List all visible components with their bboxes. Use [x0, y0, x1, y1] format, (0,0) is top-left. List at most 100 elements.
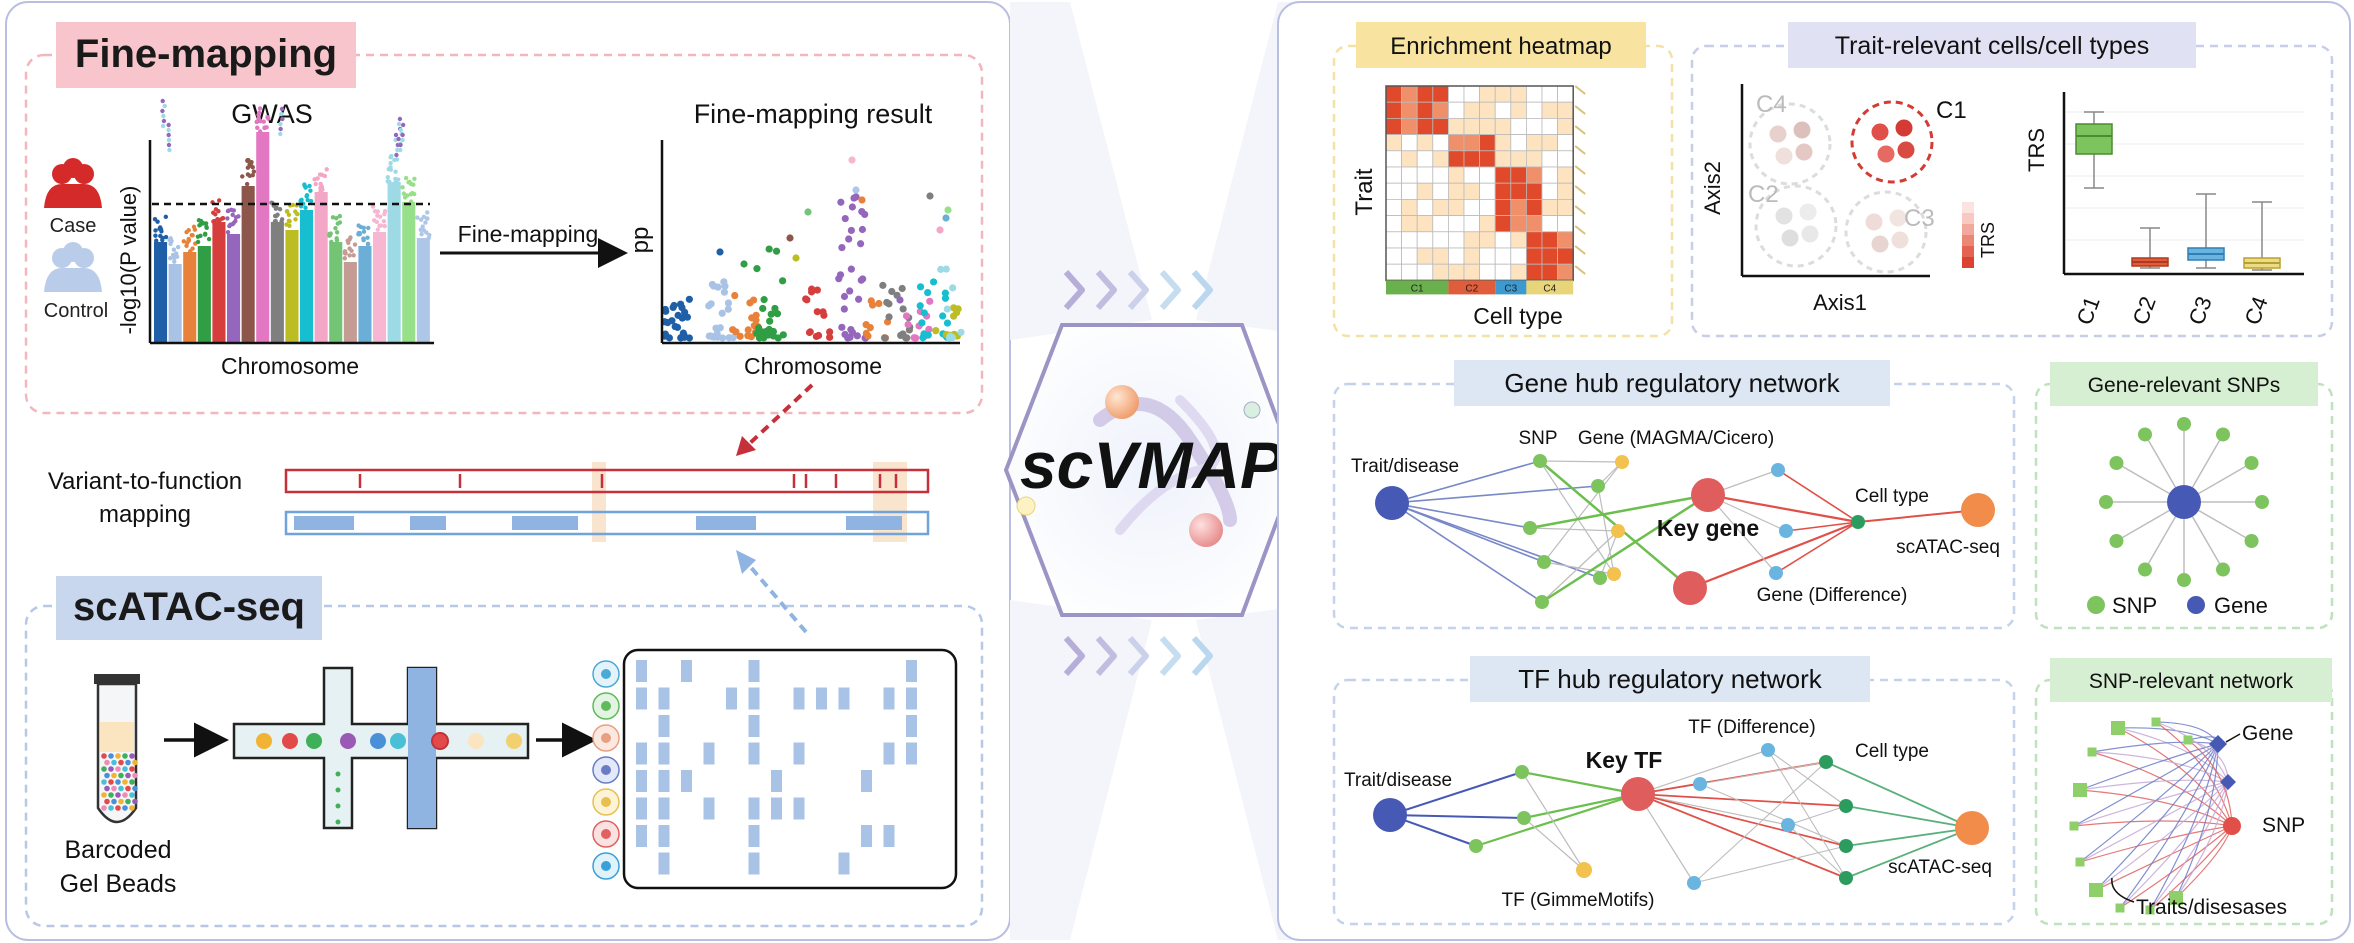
barcoded-cell-core	[601, 797, 611, 807]
gwas-snp-point	[290, 202, 296, 208]
matrix-peak	[703, 742, 715, 765]
finemap-variant-point	[920, 330, 928, 338]
heatmap-cell	[1541, 231, 1559, 249]
gwas-snp-point	[154, 238, 159, 243]
tf-hub-snp-node	[1515, 765, 1529, 779]
gene-hub-gene-node	[1615, 455, 1629, 469]
finemap-causal-point	[716, 248, 724, 256]
gene-hub-trait-node	[1375, 486, 1409, 520]
heatmap-cell	[1479, 101, 1496, 119]
tf-hub-edge-diff-celltype	[1699, 783, 1847, 847]
finemap-variant-point	[736, 332, 744, 340]
matrix-peak	[636, 825, 647, 847]
gwas-snp-point	[245, 158, 250, 163]
arc-trait-node	[2183, 735, 2193, 745]
heatmap-dendrogram-line	[1574, 125, 1586, 135]
gene-hub-network	[1375, 454, 1995, 609]
gene-hub-edge-trait-snp	[1391, 502, 1543, 603]
gwas-snp-point	[425, 216, 430, 221]
finemap-variant-point	[676, 300, 685, 308]
tf-hub-gimme-node	[1576, 862, 1592, 878]
heatmap-cell	[1432, 166, 1449, 184]
finemap-causal-point	[740, 260, 748, 268]
gwas-snp-point	[236, 214, 241, 219]
gene-hub-edge-snp-key	[1529, 493, 1709, 530]
barcoded-cell-core	[601, 669, 611, 679]
tube-bead	[101, 779, 107, 785]
heatmap-cell	[1385, 198, 1403, 216]
colorbar-step	[1962, 213, 1974, 224]
gene-hub-edge-diff-celltype	[1785, 521, 1859, 532]
gwas-snp-point	[385, 179, 390, 184]
gwas-chromosome-bar	[402, 202, 416, 342]
finemap-variant-point	[929, 278, 938, 286]
heatmap-cell	[1541, 247, 1559, 265]
heatmap-cell	[1526, 101, 1543, 119]
tf-hub-edge-celltype-scatac	[1825, 761, 1973, 829]
gene-hub-snp-node	[1523, 521, 1537, 535]
gwas-snp-point	[256, 110, 262, 115]
gwas-snp-point	[230, 212, 235, 217]
matrix-peak	[681, 770, 692, 792]
gwas-snp-point	[349, 248, 354, 253]
control-label: Control	[44, 300, 108, 322]
barcoded-cell-core	[601, 861, 611, 871]
gene-hub-edge-snp-gene	[1597, 485, 1615, 575]
colorbar-step	[1962, 235, 1974, 246]
tube-bead	[129, 805, 135, 811]
case-label: Case	[50, 215, 97, 237]
heatmap-cell	[1448, 85, 1465, 103]
umap-cell-point	[1889, 209, 1907, 227]
heatmap-cell	[1510, 215, 1527, 233]
heatmap-cell	[1463, 134, 1481, 152]
matrix-peak	[906, 687, 917, 710]
arc-trait-node	[2073, 783, 2087, 797]
finemap-result-title: Fine-mapping result	[694, 99, 933, 129]
control-icon	[44, 242, 102, 292]
heatmap-cell	[1385, 134, 1403, 152]
star-snp-node	[2177, 573, 2191, 587]
gene-hub-edge-snp-gene	[1539, 460, 1615, 575]
tube-bead	[122, 779, 128, 785]
gwas-snp-point	[335, 221, 340, 226]
gwas-snp-point	[233, 218, 238, 224]
gwas-snp-point	[330, 215, 336, 220]
decor-ball-orange	[1105, 385, 1139, 419]
gwas-snp-point	[370, 204, 376, 209]
gene-hub-edge-diff-celltype	[1777, 469, 1859, 523]
finemap-variant-point	[858, 225, 867, 234]
gwas-snp-point	[334, 230, 340, 235]
heatmap-cell	[1385, 215, 1403, 233]
heatmap-cell	[1416, 247, 1434, 265]
finemap-variant-point	[862, 329, 870, 337]
gwas-peak-point	[162, 103, 167, 109]
tube-bead	[115, 753, 121, 759]
snp-net-snp-label: SNP	[2262, 814, 2305, 837]
gwas-chromosome-bar	[270, 222, 284, 342]
heatmap-cell	[1494, 247, 1512, 265]
gene-hub-snp-node	[1593, 571, 1607, 585]
finemap-variant-point	[847, 226, 855, 235]
finemap-variant-point	[748, 314, 756, 322]
finemap-result-xlabel: Chromosome	[744, 353, 882, 379]
gene-hub-edge-celltype-scatac	[1857, 509, 1979, 523]
gwas-snp-point	[365, 235, 370, 240]
chip-droplet	[506, 733, 522, 749]
arc-trait-node	[2169, 891, 2183, 905]
arc-edge	[2091, 741, 2219, 753]
gwas-snp-point	[303, 205, 308, 210]
gwas-snp-point	[216, 198, 222, 203]
beads-label-line1: Barcoded	[64, 836, 171, 864]
tf-hub-edge-diff-celltype	[1693, 761, 1827, 884]
arc-gene-pointer	[2225, 733, 2241, 743]
gene-hub-snp-node	[1537, 555, 1551, 569]
finemap-causal-point	[804, 208, 812, 216]
tf-hub-edge-celltype-scatac	[1845, 805, 1973, 829]
tf-hub-edge-key-celltype	[1637, 793, 1847, 807]
gwas-peak-point	[396, 121, 402, 127]
gwas-snp-point	[327, 233, 333, 238]
heatmap-cell	[1416, 215, 1434, 233]
v2f-variant-track	[284, 468, 930, 494]
gwas-snp-point	[293, 217, 298, 222]
gwas-snp-point	[198, 222, 203, 227]
